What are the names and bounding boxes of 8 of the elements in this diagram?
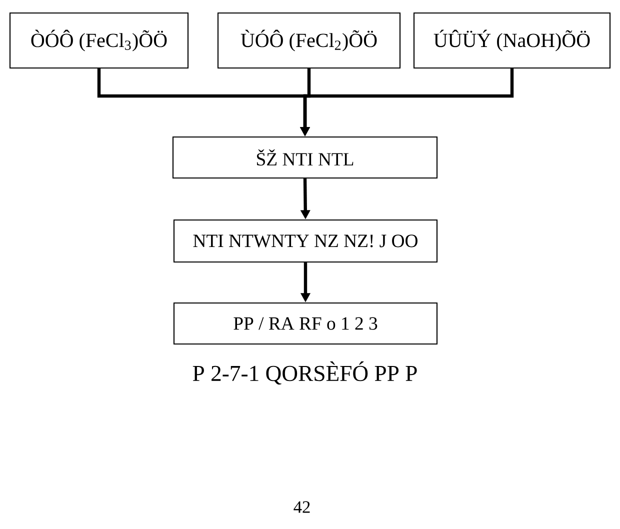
process-box: ŠŽ NTI NTL <box>172 136 438 179</box>
process-box: PP / RA RF o 1 2 3 <box>173 302 438 345</box>
caption: P 2-7-1 QORSÈFÓ PP P <box>192 361 417 385</box>
process-box: ÚÛÜÝ (NaOH)ÕÖ <box>413 12 611 69</box>
process-box: NTI NTWNTY NZ NZ! J OO <box>173 219 438 263</box>
process-box: ÒÓÔ (FeCl$_{3}$)ÕÖ <box>9 12 189 69</box>
process-box: ÙÓÔ (FeCl$_{2}$)ÕÖ <box>217 12 401 69</box>
page-number: 42 <box>294 501 310 513</box>
